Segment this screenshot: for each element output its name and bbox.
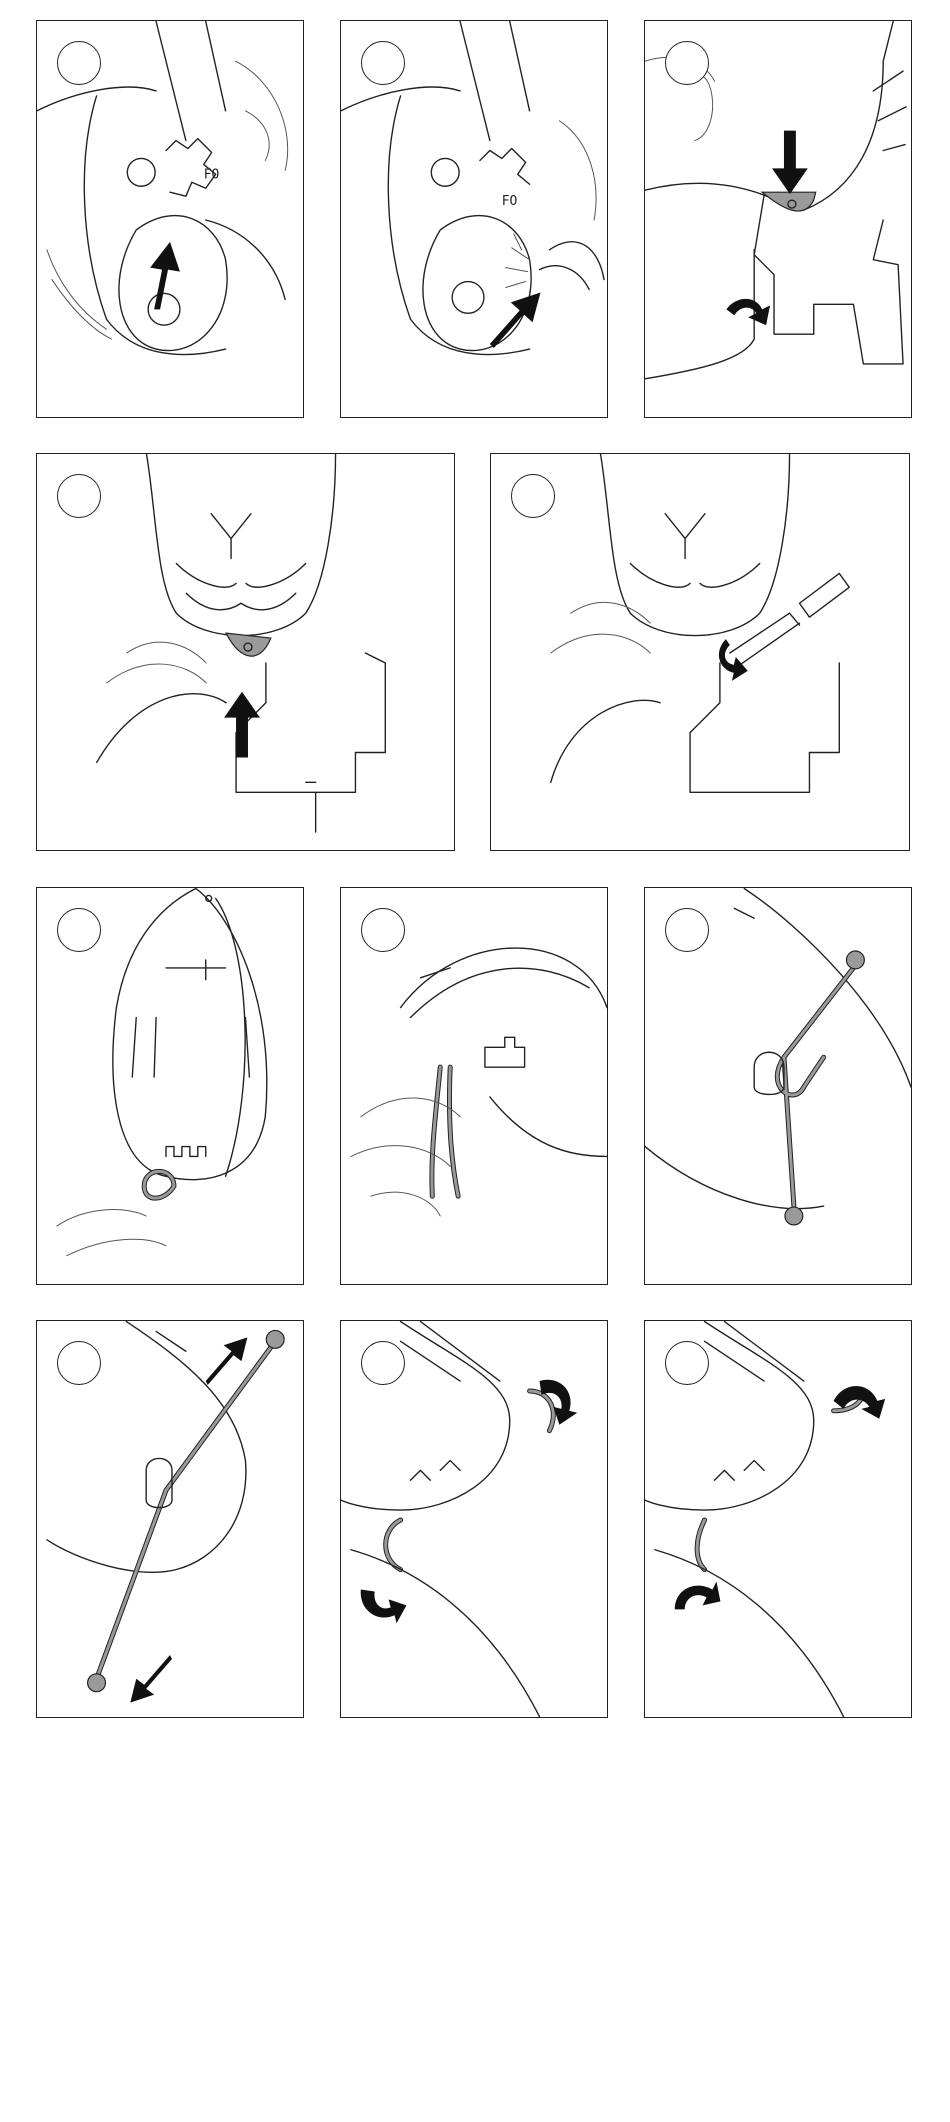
arrow-down-left-icon [130,1655,172,1703]
step-panel-6 [36,887,304,1285]
arrow-down-icon [772,131,808,195]
rotate-arrow-icon [675,1582,721,1610]
step-panel-8 [644,887,912,1285]
step-panel-1: FO [36,20,304,418]
step-panel-5 [490,453,910,851]
step-number-circle [57,1341,101,1385]
step-panel-3 [644,20,912,418]
rotate-arrow-icon [361,1589,407,1623]
rotate-arrow-icon [726,299,770,325]
rotate-arrow-icon [540,1380,578,1425]
step-panel-2: FO [340,20,608,418]
step-panel-9 [36,1320,304,1718]
screw-rotate-icon [719,639,748,681]
step-number-circle [57,41,101,85]
screw-tighten-illustration [491,454,909,850]
step-panel-11 [644,1320,912,1718]
marking-fo: FO [204,167,220,182]
step-number-circle [665,908,709,952]
chin-clip-push-illustration [37,454,454,850]
arrow-up-icon [224,692,260,758]
step-number-circle [511,474,555,518]
step-number-circle [361,908,405,952]
arrow-up-right-icon [206,1337,248,1385]
step-panel-4 [36,453,455,851]
elastic-cord [697,1391,863,1570]
step-number-circle [57,474,101,518]
marking-fo: FO [502,194,518,209]
elastic-cord [97,1341,276,1678]
step-number-circle [361,1341,405,1385]
step-panel-10 [340,1320,608,1718]
step-number-circle [361,41,405,85]
step-number-circle [665,1341,709,1385]
elastic-cord [777,968,853,1206]
arrow-up-right-icon [490,292,541,348]
step-number-circle [665,41,709,85]
chin-clip [226,633,271,656]
step-number-circle [57,908,101,952]
step-panel-7 [340,887,608,1285]
